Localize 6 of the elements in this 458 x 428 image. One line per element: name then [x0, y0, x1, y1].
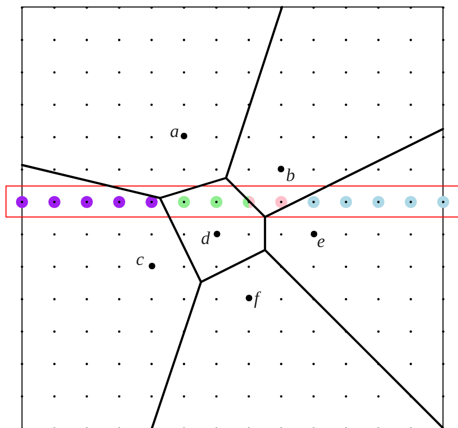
point-label: b — [286, 166, 295, 184]
point-label: e — [317, 232, 325, 250]
point-label: d — [201, 229, 210, 247]
point-label: c — [136, 250, 144, 268]
point-label: f — [254, 289, 260, 307]
point-label: a — [170, 122, 179, 140]
